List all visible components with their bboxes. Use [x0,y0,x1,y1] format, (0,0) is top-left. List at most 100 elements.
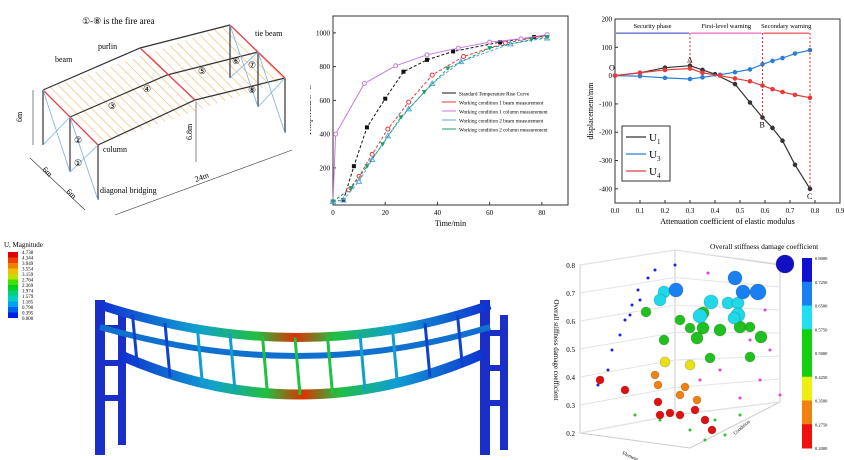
scatter-point [638,298,642,302]
data-point [732,76,738,81]
scatter-point [688,428,692,432]
colorbar-tick-label: 0.3500 [815,399,828,404]
x-tick-label: 20 [382,209,390,217]
series-line [332,34,548,203]
scatter-point [596,383,600,387]
scatter-point [748,338,752,342]
colorbar-band [802,329,812,354]
scatter-bubble [675,410,685,420]
colorbar-band [802,353,812,378]
phase-label: Secondary warning [761,23,812,30]
data-point [770,86,775,92]
data-point [330,199,336,205]
hanger [261,336,269,395]
x-tick-label: 0.4 [711,207,720,215]
scatter-bubble [692,308,708,324]
purlin-line [80,76,136,133]
scatter-point [758,378,762,382]
diagram-title: ①-⑧ is the fire area [82,16,155,26]
label-purlin: purlin [98,42,117,51]
y-axis-label: Condition [733,420,752,437]
scatter-bubble [744,351,756,363]
y-tick-label: 200 [602,16,613,24]
data-point [780,55,785,61]
label-height-6-8m: 6.8m [185,123,194,140]
scatter-bubble [655,410,665,420]
purlin-line [95,71,151,128]
label-tie-beam: tie beam [255,29,283,38]
data-point [429,72,435,78]
purlin-line [72,79,129,135]
y-tick-label: 100 [602,44,613,52]
hanger [423,322,432,378]
x-tick-label: 0.9 [836,207,844,215]
legend-label: Working condition 1 column measurement [459,110,548,116]
colorbar-band [802,281,812,306]
scatter-point [646,276,650,280]
purlin-line [169,45,226,102]
scatter-bubble [775,254,795,274]
x-tick-label: 80 [538,209,546,217]
data-point [687,76,693,82]
scatter-point [698,378,702,382]
scatter-bubble [684,359,696,371]
data-point [732,81,738,87]
data-point [780,138,785,144]
purlin-line [184,40,241,96]
fire-zone-label: ⑧ [248,85,256,95]
y-tick-label: 600 [320,97,331,105]
purlin-line [162,48,218,104]
y-tick-label: 200 [320,164,331,172]
legend-value: 0.395 [22,312,34,317]
fire-zone-label: ⑤ [198,66,206,76]
series-line [332,34,548,203]
data-point [340,196,347,203]
data-point [393,63,399,69]
scatter-bubble [727,270,743,286]
data-point [405,105,413,112]
data-point [780,89,785,95]
data-point [498,40,503,45]
series-line [332,37,548,203]
scatter-bubble [744,321,756,333]
grid-line [579,304,781,322]
z-axis-label: Overall stiffness damage coefficient [552,299,560,400]
scatter-bubble [680,382,690,392]
label-beam: beam [55,55,73,64]
scatter-point [610,348,614,352]
data-point [333,131,339,137]
colorbar-tick-label: 0.4250 [815,375,828,380]
scatter-bubble [754,330,768,344]
data-point [612,73,618,78]
legend-label: Working condition 1 beam measurement [459,101,544,107]
legend-value: 2.764 [22,279,34,284]
right-tower [480,300,508,455]
purlin-line [50,87,106,143]
hanger [163,322,172,378]
x-axis-label: Element [621,451,639,460]
data-point [369,151,375,157]
fire-zone-label: ⑥ [232,56,240,66]
fire-zone-label: ③ [108,101,116,111]
phase-label: Security phase [633,23,671,30]
point-label: A [687,56,693,65]
fire-zone-label: ⑦ [248,60,256,70]
data-point [398,115,404,120]
scatter-point [778,393,782,397]
hanger [358,333,367,391]
x-tick-label: 0.3 [686,207,695,215]
data-point [421,89,427,95]
x-tick-label: 0.2 [661,207,670,215]
colorbar-tick-label: 0.2750 [815,422,828,427]
series-line [332,36,548,203]
y-tick-label: -200 [599,129,612,137]
legend-value: 4.344 [22,257,34,262]
data-point [364,125,369,130]
scatter-point [630,303,634,307]
data-point [401,69,406,74]
scatter-point [623,318,627,322]
y-axis-label: Temperature/°C [310,85,313,136]
colorbar-tick-label: 0.5000 [815,351,828,356]
